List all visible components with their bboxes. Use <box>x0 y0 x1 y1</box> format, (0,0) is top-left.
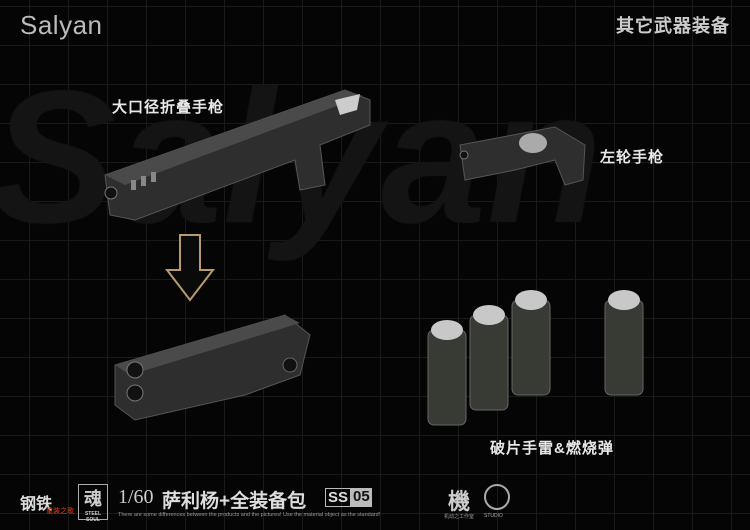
studio-emblem-label: STUDIO <box>484 513 503 519</box>
folding-pistol-image <box>104 89 371 221</box>
product-name: 萨利杨+全装备包 <box>162 491 307 512</box>
footer-bar: 钢铁 重装之歌 魂 STEEL SOUL 1/60 萨利杨+全装备包 There… <box>20 484 730 524</box>
game-logo: 钢铁 <box>20 496 53 513</box>
section-title: 其它武器装备 <box>616 16 730 36</box>
code-prefix: SS <box>325 488 352 507</box>
brand-title: Salyan <box>20 10 103 40</box>
folding-pistol-label: 大口径折叠手枪 <box>112 99 225 116</box>
code-badge: SS 05 <box>325 488 372 507</box>
studio-mark: 機 <box>448 489 471 514</box>
disclaimer: There are some differences between the p… <box>118 512 381 518</box>
game-logo-sub: 重装之歌 <box>46 508 74 515</box>
grenades-image <box>427 290 644 426</box>
grenades-label: 破片手雷&燃烧弹 <box>490 440 614 457</box>
folded-pistol-image <box>114 314 311 421</box>
studio-mark-sub: 机动之工作室 <box>444 514 475 520</box>
steel-soul-logo: 魂 STEEL SOUL <box>78 484 108 523</box>
arrow-down-icon <box>164 234 216 302</box>
revolver-label: 左轮手枪 <box>600 149 665 166</box>
studio-emblem-icon <box>484 484 510 510</box>
scale-label: 1/60 <box>118 486 154 508</box>
steel-soul-sub: STEEL SOUL <box>84 511 102 523</box>
code-number: 05 <box>351 488 372 507</box>
steel-soul-glyph: 魂 <box>84 489 102 509</box>
revolver-image <box>459 126 586 186</box>
